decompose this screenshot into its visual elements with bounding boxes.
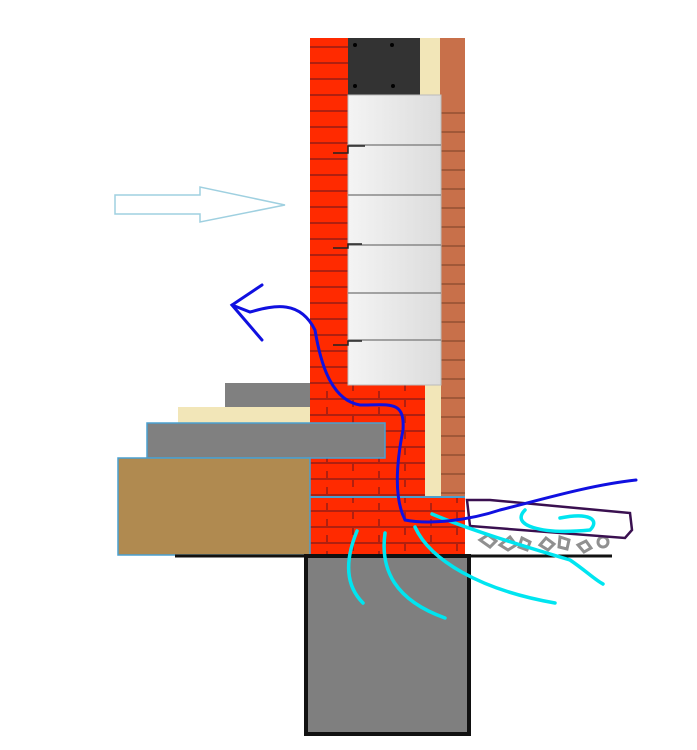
floor-screed (178, 407, 310, 423)
membrane-outline (465, 498, 634, 540)
wall-ties (333, 145, 365, 346)
inner-brick-top (440, 38, 465, 95)
insulation-strip-lower (425, 385, 441, 497)
panel-joints (348, 144, 441, 341)
bolt-icons (353, 43, 395, 88)
soil-fill (117, 457, 311, 556)
base-brick-course (310, 497, 465, 555)
floor-slab (146, 422, 386, 459)
moisture-paths (346, 508, 605, 620)
inner-brick-leaf (441, 95, 465, 497)
insulation-panels (347, 94, 442, 386)
lintel-block (348, 38, 420, 95)
airflow-path (230, 303, 638, 524)
insulation-strip-top (420, 38, 440, 95)
floor-slab-top (225, 383, 310, 407)
wind-arrow-icon (114, 186, 286, 223)
airflow-arrowhead-icon (229, 283, 264, 342)
foundation (304, 554, 471, 736)
